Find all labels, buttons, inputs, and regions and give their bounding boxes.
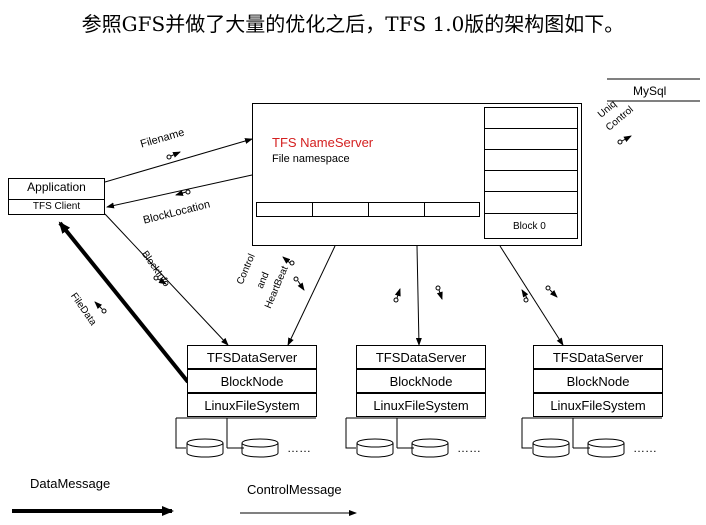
blocklocation-arrow xyxy=(106,174,253,209)
dataserver-3-name: TFSDataServer xyxy=(533,345,663,369)
application-label: Application xyxy=(27,180,86,194)
client-box xyxy=(8,178,105,215)
dataserver-3-fs: LinuxFileSystem xyxy=(533,393,663,417)
block0-label: Block 0 xyxy=(513,221,546,232)
dataserver-3-blocknode: BlockNode xyxy=(533,369,663,393)
disk-group-1 xyxy=(175,417,316,458)
legend-data-label: DataMessage xyxy=(30,476,111,491)
dataserver-2-name: TFSDataServer xyxy=(356,345,486,369)
namespace-row xyxy=(256,202,480,217)
ellipsis-3: …… xyxy=(633,441,657,455)
block-list xyxy=(484,107,578,239)
ns-ds1-arrow xyxy=(287,245,336,346)
mysql-label: MySql xyxy=(633,84,667,98)
dataserver-1-name: TFSDataServer xyxy=(187,345,317,369)
tfs-client-label: TFS Client xyxy=(32,201,81,212)
diagram-caption: 参照GFS并做了大量的优化之后，TFS 1.0版的架构图如下。 xyxy=(81,12,625,36)
nameserver-subtitle: File namespace xyxy=(272,153,350,165)
disk-group-3 xyxy=(521,417,662,458)
dataserver-1-blocknode: BlockNode xyxy=(187,369,317,393)
ellipsis-1: …… xyxy=(287,441,311,455)
legend-control-label: ControlMessage xyxy=(247,482,342,497)
dataserver-1-fs: LinuxFileSystem xyxy=(187,393,317,417)
filename-arrow xyxy=(104,138,253,183)
ns-ds3-arrow xyxy=(499,245,564,346)
disk-group-2 xyxy=(345,417,486,458)
ellipsis-2: …… xyxy=(457,441,481,455)
dataserver-2-fs: LinuxFileSystem xyxy=(356,393,486,417)
ns-ds2-arrow xyxy=(415,245,422,346)
nameserver-title: TFS NameServer xyxy=(272,135,374,150)
filedata-arrow xyxy=(58,221,190,384)
dataserver-2-blocknode: BlockNode xyxy=(356,369,486,393)
